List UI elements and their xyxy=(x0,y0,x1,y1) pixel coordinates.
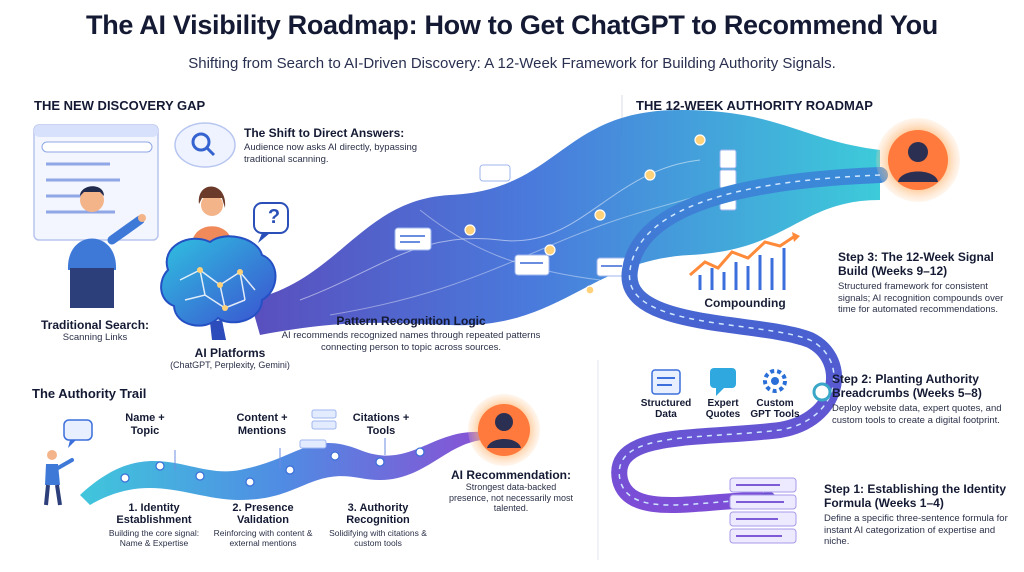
question-mark-icon: ? xyxy=(267,206,281,228)
ai-platforms-block: AI Platforms (ChatGPT, Perplexity, Gemin… xyxy=(160,346,300,372)
ai-platforms-body: (ChatGPT, Perplexity, Gemini) xyxy=(170,360,290,370)
step-2-heading: Step 2: Planting Authority Breadcrumbs (… xyxy=(832,372,982,400)
page-subtitle: Shifting from Search to AI-Driven Discov… xyxy=(188,55,836,72)
pattern-recognition-block: Pattern Recognition Logic AI recommends … xyxy=(276,314,546,353)
traditional-search-block: Traditional Search: Scanning Links xyxy=(30,318,160,344)
ai-recommendation-block: AI Recommendation: Strongest data-backed… xyxy=(446,468,576,514)
section-discovery-gap-heading: THE NEW DISCOVERY GAP xyxy=(34,98,206,113)
trail-stage-3: 3. Authority Recognition Solidifying wit… xyxy=(326,502,430,548)
step-1-body: Define a specific three-sentence formula… xyxy=(824,513,1008,547)
icon-label-expert-quotes: Expert Quotes xyxy=(705,398,741,420)
trail-label-citations-tools: Citations + Tools xyxy=(352,412,410,437)
roadmap-step-3: Step 3: The 12-Week Signal Build (Weeks … xyxy=(838,250,1014,316)
icon-label-structured-data: Structured Data xyxy=(640,398,692,420)
ai-recommendation-body: Strongest data-backed presence, not nece… xyxy=(448,482,574,513)
ai-recommendation-heading: AI Recommendation: xyxy=(450,468,571,482)
trail-stage-2: 2. Presence Validation Reinforcing with … xyxy=(208,502,318,548)
shift-to-direct-answers-block: The Shift to Direct Answers: Audience no… xyxy=(244,126,424,165)
page-title: The AI Visibility Roadmap: How to Get Ch… xyxy=(86,10,938,40)
icon-label-custom-gpt-tools: Custom GPT Tools xyxy=(750,398,800,420)
roadmap-step-1: Step 1: Establishing the Identity Formul… xyxy=(824,482,1020,548)
pattern-recognition-body: AI recommends recognized names through r… xyxy=(281,330,541,353)
authority-trail-heading: The Authority Trail xyxy=(32,386,147,401)
step-3-body: Structured framework for consistent sign… xyxy=(838,281,1004,315)
shift-body: Audience now asks AI directly, bypassing… xyxy=(244,142,418,165)
step-3-heading: Step 3: The 12-Week Signal Build (Weeks … xyxy=(838,250,994,278)
pattern-recognition-heading: Pattern Recognition Logic xyxy=(336,314,486,328)
trail-stage-2-title: 2. Presence Validation xyxy=(232,502,294,526)
ai-platforms-heading: AI Platforms xyxy=(194,346,266,360)
compounding-label: Compounding xyxy=(704,296,786,310)
trail-label-name-topic: Name + Topic xyxy=(125,412,165,437)
shift-heading: The Shift to Direct Answers: xyxy=(244,126,405,140)
step-1-heading: Step 1: Establishing the Identity Formul… xyxy=(824,482,1007,510)
step-2-body: Deploy website data, expert quotes, and … xyxy=(832,403,1002,426)
trail-stage-1-title: 1. Identity Establishment xyxy=(116,502,192,526)
trail-stage-2-body: Reinforcing with content & external ment… xyxy=(213,528,313,548)
trail-stage-1-body: Building the core signal: Name & Experti… xyxy=(108,528,200,548)
trail-stage-3-body: Solidifying with citations & custom tool… xyxy=(329,528,427,548)
traditional-search-heading: Traditional Search: xyxy=(40,318,150,332)
trail-stage-3-title: 3. Authority Recognition xyxy=(346,502,410,526)
traditional-search-body: Scanning Links xyxy=(62,332,128,343)
section-roadmap-heading: THE 12-WEEK AUTHORITY ROADMAP xyxy=(636,98,873,113)
roadmap-step-2: Step 2: Planting Authority Breadcrumbs (… xyxy=(832,372,1018,426)
trail-label-content-mentions: Content + Mentions xyxy=(236,412,288,437)
trail-stage-1: 1. Identity Establishment Building the c… xyxy=(104,502,204,548)
